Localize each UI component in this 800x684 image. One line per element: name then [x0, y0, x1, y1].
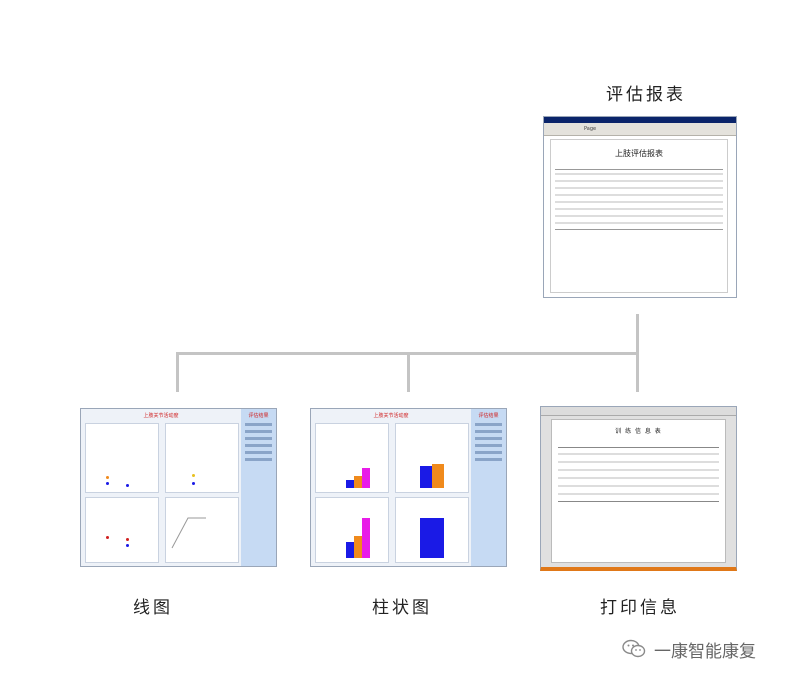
- print-table-lines: [558, 447, 719, 502]
- watermark-text: 一康智能康复: [654, 641, 756, 662]
- connector-drop-right: [636, 352, 639, 392]
- print-toolbar: [541, 407, 736, 416]
- print-page: 训 练 信 息 表: [551, 419, 726, 563]
- bar-chart-sidebar: 评估结果: [471, 409, 506, 566]
- bar-panel-4: [395, 497, 469, 563]
- report-page: 上肢评估报表: [550, 139, 728, 293]
- watermark: 一康智能康复: [622, 637, 756, 662]
- bar-panel-2: [395, 423, 469, 493]
- wechat-icon: [622, 639, 646, 659]
- connector-drop-left: [176, 352, 179, 392]
- bar-chart-thumbnail[interactable]: 上肢关节活动度 评估结果: [310, 408, 507, 567]
- bar-chart-main: 上肢关节活动度: [311, 409, 471, 566]
- print-title: 训 练 信 息 表: [615, 428, 662, 435]
- report-window-thumbnail[interactable]: Page 上肢评估报表: [543, 116, 737, 298]
- bar-chart-caption: 柱状图: [372, 598, 432, 618]
- line-panel-3: [85, 497, 159, 563]
- report-window-toolbar: Page: [544, 123, 736, 136]
- print-info-caption: 打印信息: [600, 598, 680, 618]
- line-chart-title: 上肢关节活动度: [143, 413, 179, 419]
- connector-vertical-main: [636, 314, 639, 354]
- line-panel-1: [85, 423, 159, 493]
- bar-panel-1: [315, 423, 389, 493]
- report-caption: 评估报表: [606, 85, 686, 105]
- line-chart-caption: 线图: [133, 598, 173, 618]
- line-panel-4: [165, 497, 239, 563]
- report-page-label: Page: [584, 126, 597, 132]
- report-table-lines: [555, 169, 723, 230]
- line-chart-thumbnail[interactable]: 上肢关节活动度 评估结果: [80, 408, 277, 567]
- line-side-title: 评估结果: [248, 413, 269, 419]
- bar-side-title: 评估结果: [478, 413, 499, 419]
- bar-panel-3: [315, 497, 389, 563]
- connector-drop-middle: [407, 352, 410, 392]
- report-window-titlebar: [544, 117, 736, 123]
- line-panel-2: [165, 423, 239, 493]
- report-title: 上肢评估报表: [615, 149, 663, 158]
- print-info-thumbnail[interactable]: 训 练 信 息 表: [540, 406, 737, 571]
- bar-chart-title: 上肢关节活动度: [373, 413, 409, 419]
- line-chart-sidebar: 评估结果: [241, 409, 276, 566]
- line-chart-main: 上肢关节活动度: [81, 409, 241, 566]
